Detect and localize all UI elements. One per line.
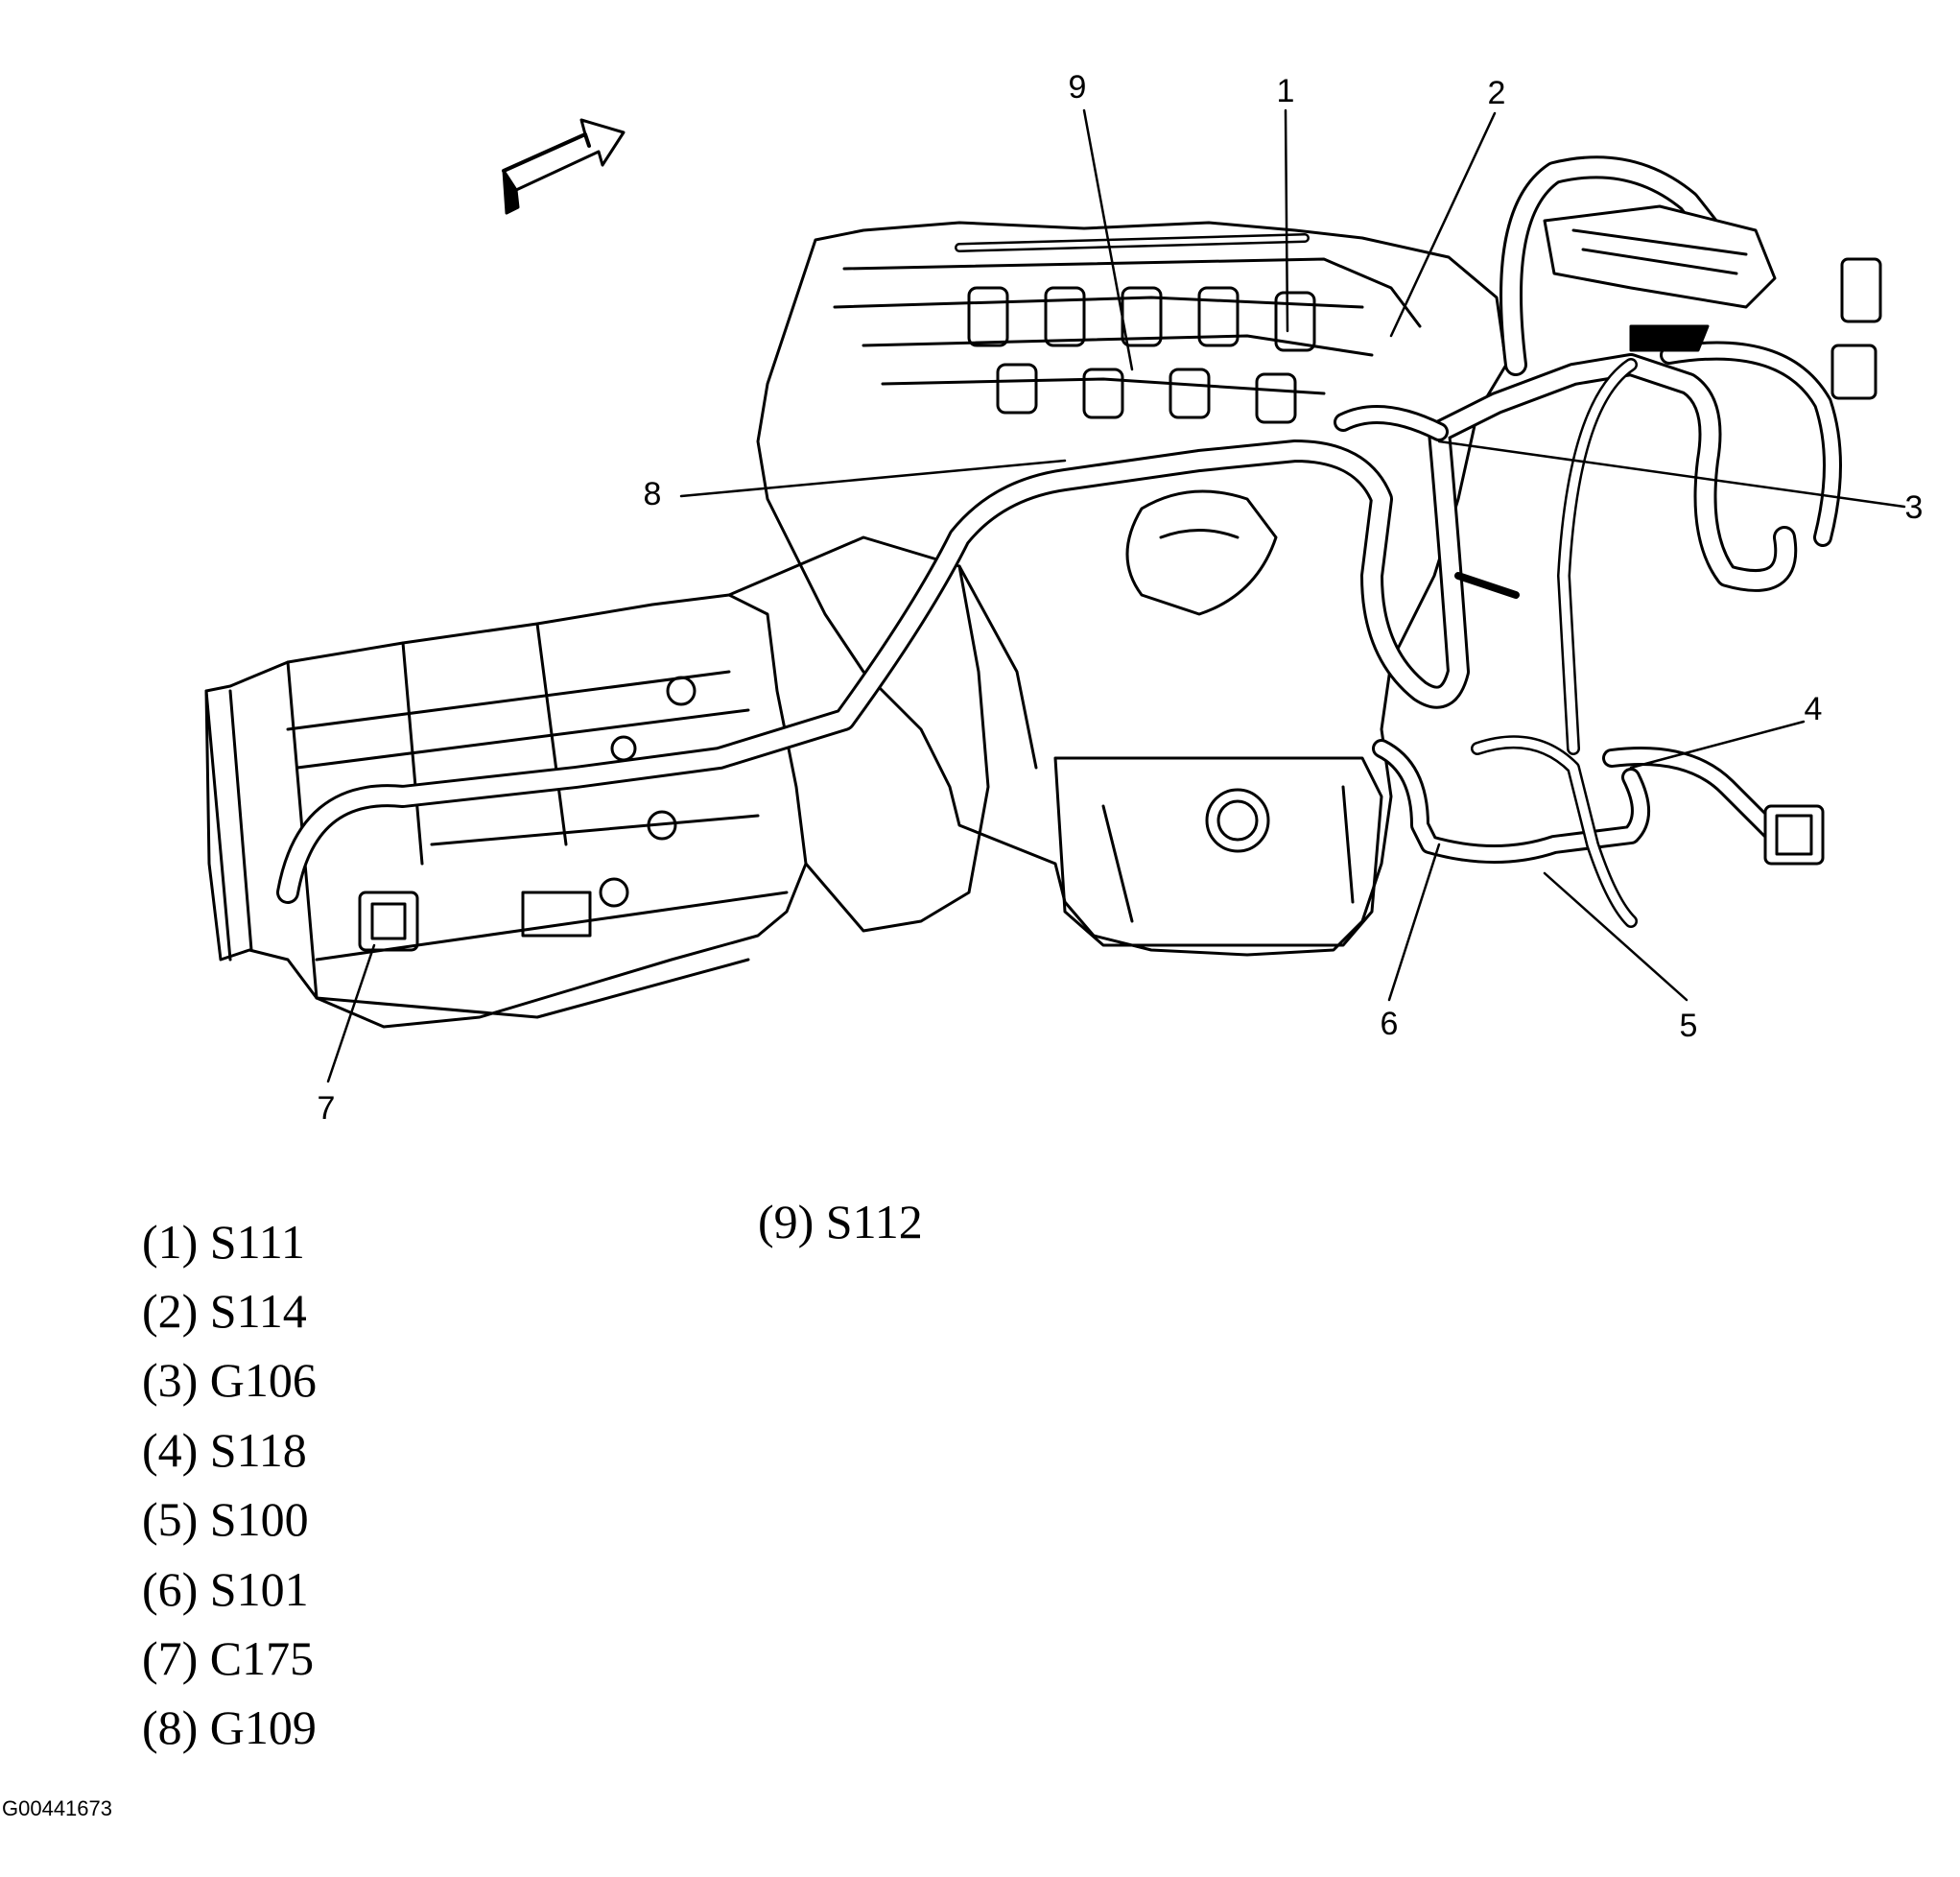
callout-6: 6: [1380, 1006, 1399, 1042]
legend-item: (2) S114: [142, 1284, 307, 1338]
legend-item: (3) G106: [142, 1353, 317, 1407]
legend-item: (4) S118: [142, 1423, 307, 1477]
figure-id: G00441673: [2, 1796, 112, 1820]
callout-4: 4: [1804, 691, 1823, 727]
callout-leaders: [326, 108, 1906, 1083]
legend-item: (7) C175: [142, 1631, 315, 1685]
arrow-icon: [502, 118, 626, 215]
callout-5: 5: [1679, 1008, 1698, 1044]
engine-block: [756, 221, 1508, 957]
callout-8: 8: [643, 476, 662, 512]
legend-item: (9) S112: [758, 1195, 923, 1248]
callout-1: 1: [1276, 73, 1295, 109]
callout-7: 7: [317, 1090, 336, 1127]
callout-3: 3: [1904, 489, 1924, 526]
harness-connectors: [1454, 204, 1882, 866]
legend-item: (1) S111: [142, 1215, 305, 1269]
callout-9: 9: [1068, 69, 1087, 106]
legend-item: (6) S101: [142, 1562, 309, 1616]
wiring-harness: [276, 155, 1842, 928]
bell-housing: [727, 535, 1038, 933]
legend-item: (5) S100: [142, 1492, 309, 1546]
callout-2: 2: [1487, 75, 1506, 111]
transmission: [204, 593, 808, 1029]
legend-item: (8) G109: [142, 1700, 317, 1754]
